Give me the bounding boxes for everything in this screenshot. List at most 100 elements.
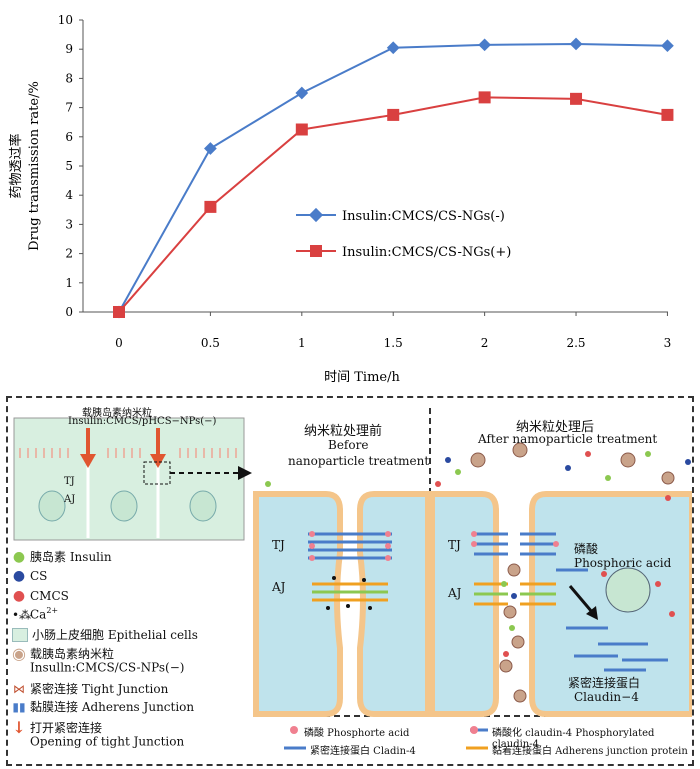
y-axis-label-cn: 药物透过率 <box>8 133 24 198</box>
phosphate-legend-icon <box>290 726 298 734</box>
claudin-bars <box>556 568 668 672</box>
nucleus-icon <box>110 490 138 522</box>
series-1-point <box>387 108 400 121</box>
series-0-point <box>295 86 309 100</box>
series-1-point <box>295 123 308 136</box>
carrier-label-en: Insulin:CMCS/pHCS−NPs(−) <box>68 416 217 427</box>
left-legend-item: Opening of tight Junction <box>12 734 184 749</box>
epithelium-box <box>13 417 245 541</box>
after-title-en: After namoparticle treatment <box>478 432 658 446</box>
series-0-point <box>478 38 491 52</box>
left-legend-label: Ca <box>30 607 47 622</box>
after-title-cn: 纳米粒处理后 <box>516 420 595 435</box>
arrow-down-right-icon <box>568 585 594 613</box>
y-tick-label: 3 <box>65 217 73 231</box>
bottom-legend-adherens: 黏着连接蛋白 Adherens junction protein <box>492 746 688 757</box>
series-1-point <box>570 92 583 105</box>
microvilli <box>19 448 237 458</box>
series-0-point <box>386 41 400 55</box>
left-legend-label: 载胰岛素纳米粒 <box>30 647 115 661</box>
bottom-legend-phosphorylated: 磷酸化 claudin-4 Phosphorylated claudin-4 <box>492 728 655 750</box>
tight-junction-before <box>308 532 392 560</box>
x-tick-label: 0.5 <box>201 336 220 350</box>
before-title-cn: 纳米粒处理前 <box>304 424 383 439</box>
nucleus-icon <box>605 567 651 613</box>
adherens-junction-before <box>312 582 388 602</box>
y-tick-label: 5 <box>65 159 73 173</box>
x-tick-label: 1 <box>298 336 306 350</box>
left-legend-item: ●CMCS <box>12 588 69 604</box>
series-line-1 <box>118 96 668 313</box>
series-0-point <box>569 37 583 51</box>
nanoparticles-gap <box>470 442 675 703</box>
y-tick-label: 9 <box>65 42 73 56</box>
claudin-label-cn: 紧密连接蛋白 <box>568 676 641 690</box>
aj-label-left: AJ <box>64 494 76 505</box>
tj-label-before: TJ <box>272 538 285 552</box>
arrow-down-right-icon <box>586 606 598 620</box>
left-legend-label: 黏膜连接 Adherens Junction <box>30 700 195 714</box>
x-axis-label: 时间 Time/h <box>324 370 400 385</box>
x-tick-label: 2 <box>481 336 489 350</box>
left-legend-label: 紧密连接 Tight Junction <box>30 682 169 696</box>
phosphate-dots <box>309 531 559 561</box>
y-tick-label: 7 <box>65 101 73 115</box>
x-tick-label: 2.5 <box>566 336 585 350</box>
tj-label-after: TJ <box>448 538 461 552</box>
left-legend-label: CMCS <box>30 589 69 603</box>
series-1-point <box>661 108 674 121</box>
x-tick-group: 0 0.5 1 1.5 2 2.5 3 <box>115 312 671 350</box>
insulin-dot-icon: ● <box>12 548 26 565</box>
left-legend-item: ⋈紧密连接 Tight Junction <box>12 680 168 697</box>
x-axis: 0 0.5 1 1.5 2 2.5 3 <box>83 311 671 350</box>
left-legend-item: ● CS <box>12 568 48 584</box>
diagram-graphics <box>13 408 692 750</box>
series-1-point <box>478 91 491 104</box>
epithelial-cell-icon <box>12 627 28 642</box>
series-1-point <box>113 306 125 318</box>
left-legend-label: Insulln:CMCS/CS-NPs(−) <box>30 660 185 675</box>
nanoparticle-icon: ◉ <box>12 644 26 663</box>
left-legend-label: 小肠上皮细胞 Epithelial cells <box>32 628 198 642</box>
cs-dot-icon: ● <box>12 568 26 584</box>
phosphorylated-claudin-legend-icon <box>470 726 488 734</box>
series-line-0 <box>118 42 668 313</box>
legend-item-1: Insulin:CMCS/CS-NGs(+) <box>296 245 511 260</box>
x-tick-label: 1.5 <box>384 336 403 350</box>
arrow-right-icon <box>238 466 252 480</box>
y-tick-label: 2 <box>65 247 73 261</box>
x-tick-label: 3 <box>664 336 672 350</box>
cell-right-before <box>357 491 431 717</box>
aj-label-after: AJ <box>448 586 462 600</box>
legend-label-1: Insulin:CMCS/CS-NGs(+) <box>342 245 511 260</box>
y-tick-label: 10 <box>58 13 73 27</box>
phosphoric-label-cn: 磷酸 <box>574 542 599 556</box>
y-tick-label: 8 <box>65 71 73 85</box>
adherens-junction-icon: ▮▮ <box>12 699 26 714</box>
left-legend-label: 打开紧密连接 <box>30 721 103 735</box>
y-tick-label: 4 <box>65 188 73 202</box>
calcium-dots <box>326 576 372 610</box>
left-legend-item: 小肠上皮细胞 Epithelial cells <box>12 626 198 643</box>
x-tick-label: 0 <box>115 336 123 350</box>
left-legend-label: CS <box>30 569 48 583</box>
cell-left-before <box>253 491 343 717</box>
aj-label-before: AJ <box>272 580 286 594</box>
left-legend-item: •⁂Ca2+ <box>12 606 58 622</box>
legend-marker-0 <box>308 207 324 223</box>
mechanism-diagram: 载胰岛素纳米粒 Insulin:CMCS/pHCS−NPs(−) TJ AJ ●… <box>6 396 694 766</box>
legend: Insulin:CMCS/CS-NGs(-) Insulin:CMCS/CS-N… <box>296 207 511 260</box>
cmcs-dots <box>435 451 675 657</box>
legend-item-0: Insulin:CMCS/CS-NGs(-) <box>296 207 505 224</box>
before-title-en2: nanoparticle treatment <box>288 454 430 468</box>
carrier-label-cn: 载胰岛素纳米粒 <box>82 408 152 419</box>
arrow-down-icon <box>150 454 166 468</box>
left-legend-item: ▮▮ 黏膜连接 Adherens Junction <box>12 698 194 715</box>
legend-marker-1 <box>310 245 322 257</box>
series-0-point <box>661 39 674 53</box>
claudin-label-en: Claudin−4 <box>574 690 639 704</box>
left-legend-label: 胰岛素 Insulin <box>30 550 112 564</box>
left-legend-label: Opening of tight Junction <box>30 734 185 749</box>
bottom-legend-claudin: 紧密连接蛋白 Cladin-4 <box>310 746 416 757</box>
